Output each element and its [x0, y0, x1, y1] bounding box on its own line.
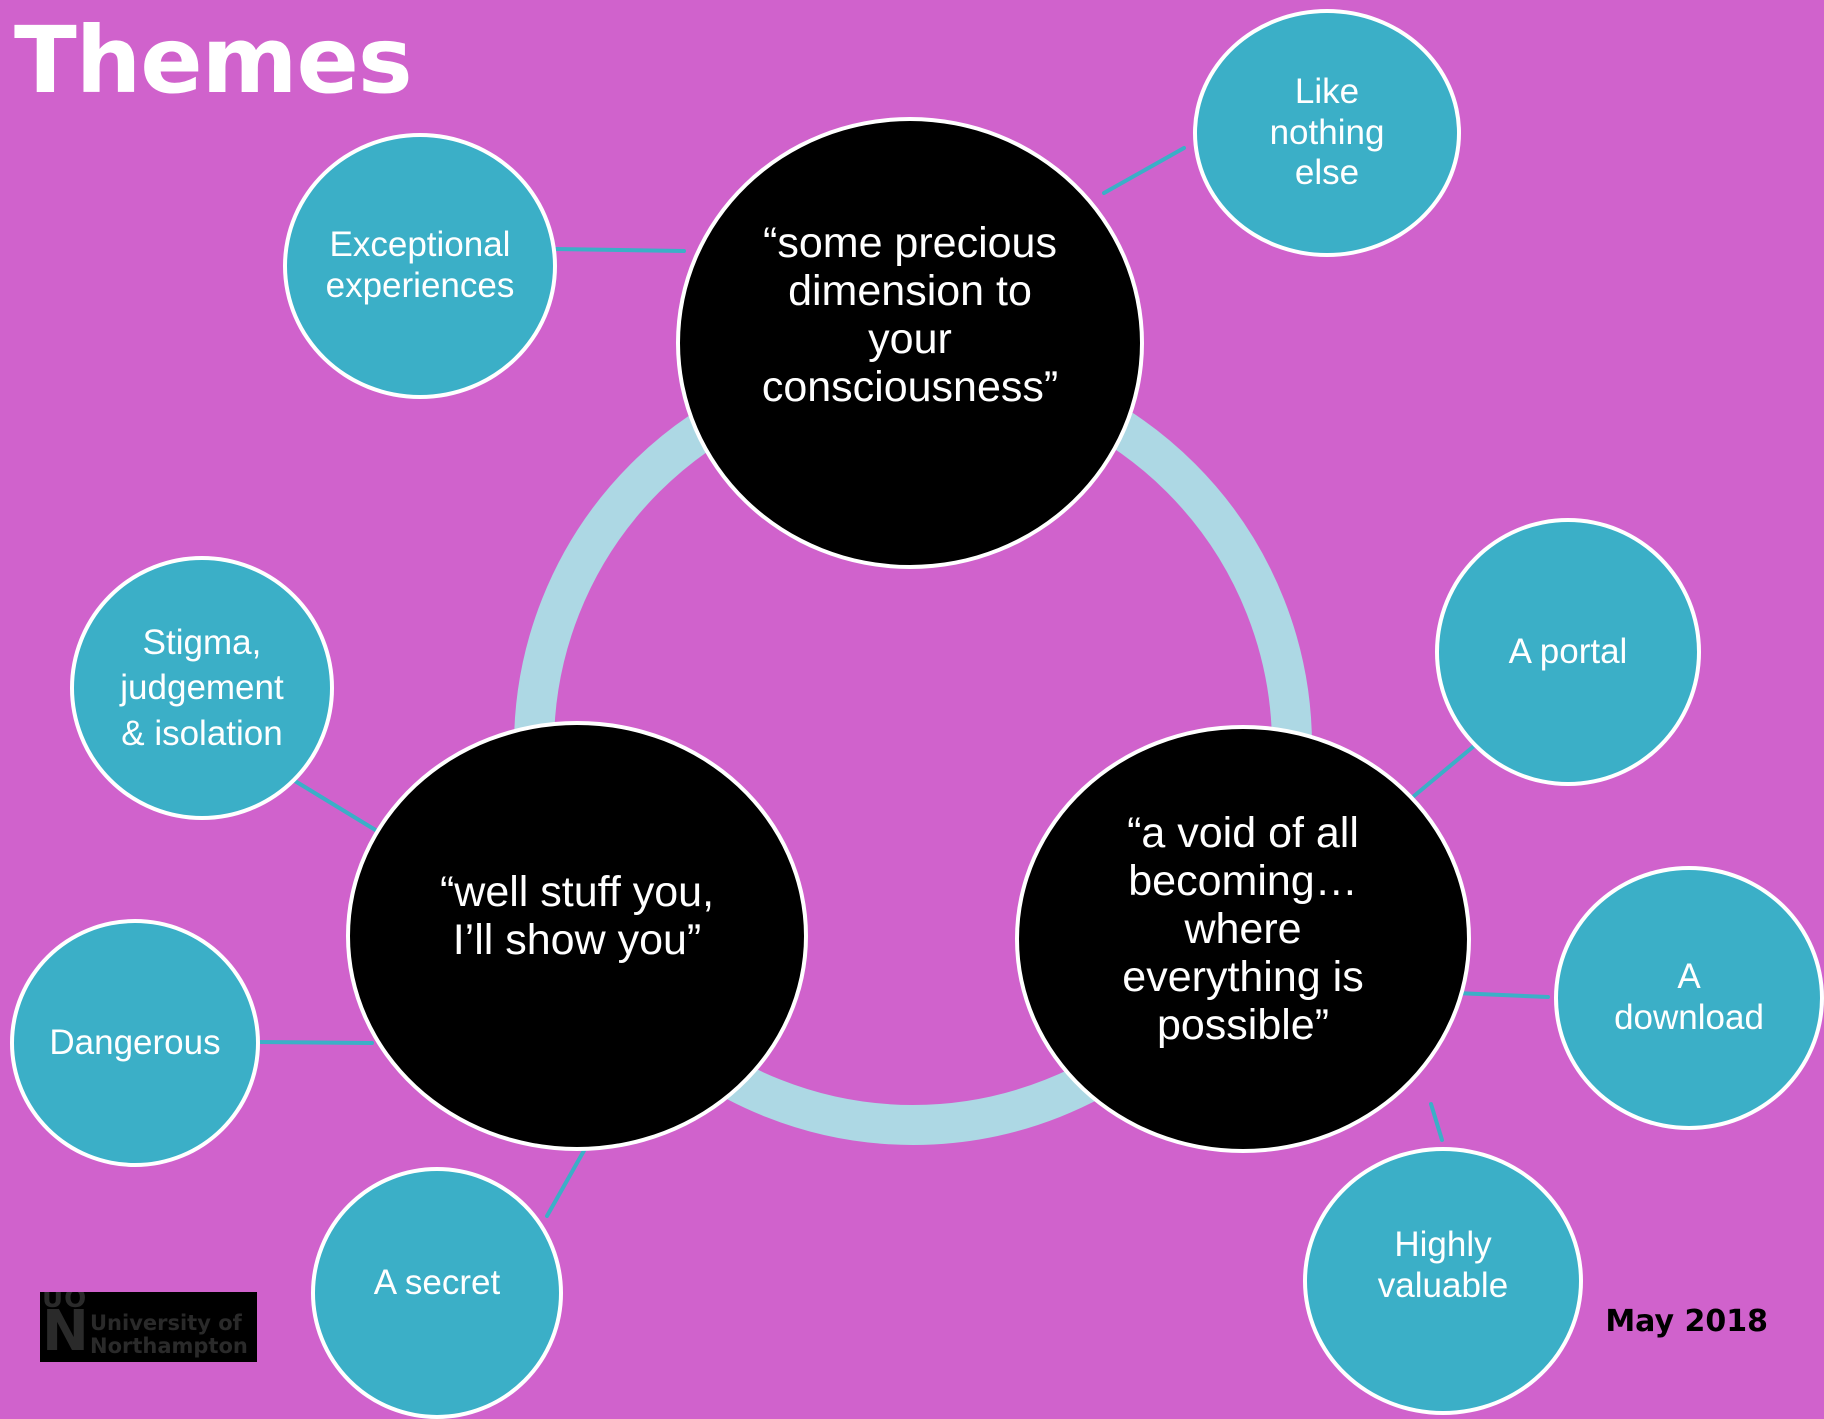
subtheme-a-portal: A portal: [1435, 518, 1701, 786]
subtheme-like-nothing-else: Like nothing else: [1193, 9, 1461, 257]
connector-a-download: [1454, 991, 1550, 999]
connector-highly-valuable: [1429, 1102, 1444, 1142]
logo-mark: UO N: [42, 1292, 89, 1362]
subtheme-label: Highly valuable: [1377, 1225, 1509, 1305]
university-logo: UO N University of Northampton: [40, 1292, 257, 1362]
subtheme-stigma: Stigma, judgement & isolation: [70, 556, 334, 820]
subtheme-label: A portal: [1508, 631, 1628, 671]
subtheme-label: A download: [1614, 957, 1764, 1037]
subtheme-a-secret: A secret: [311, 1167, 563, 1419]
core-theme-label: “well stuff you, I’ll show you”: [439, 867, 715, 964]
connector-exceptional-experiences: [553, 247, 686, 253]
subtheme-label: Dangerous: [49, 1022, 221, 1062]
core-theme-show-you: “well stuff you, I’ll show you”: [346, 721, 808, 1151]
subtheme-highly-valuable: Highly valuable: [1303, 1147, 1583, 1415]
logo-text: University of Northampton: [90, 1311, 248, 1359]
connector-a-secret: [545, 1138, 592, 1218]
subtheme-label: Stigma, judgement & isolation: [120, 622, 284, 753]
core-theme-void: “a void of all becoming… where everythin…: [1015, 725, 1471, 1153]
page-title: Themes: [14, 7, 413, 114]
subtheme-label: Exceptional experiences: [325, 225, 515, 305]
subtheme-dangerous: Dangerous: [10, 919, 260, 1167]
core-theme-consciousness: “some precious dimension to your conscio…: [676, 117, 1144, 569]
presentation-date: May 2018: [1605, 1304, 1768, 1339]
subtheme-label: A secret: [373, 1262, 501, 1302]
subtheme-label: Like nothing else: [1269, 72, 1385, 193]
core-theme-label: “some precious dimension to your conscio…: [761, 218, 1059, 412]
core-theme-label: “a void of all becoming… where everythin…: [1122, 808, 1364, 1050]
subtheme-a-download: A download: [1554, 866, 1824, 1130]
connector-like-nothing-else: [1102, 146, 1186, 195]
connector-dangerous: [256, 1040, 374, 1045]
subtheme-exceptional-experiences: Exceptional experiences: [283, 133, 557, 399]
